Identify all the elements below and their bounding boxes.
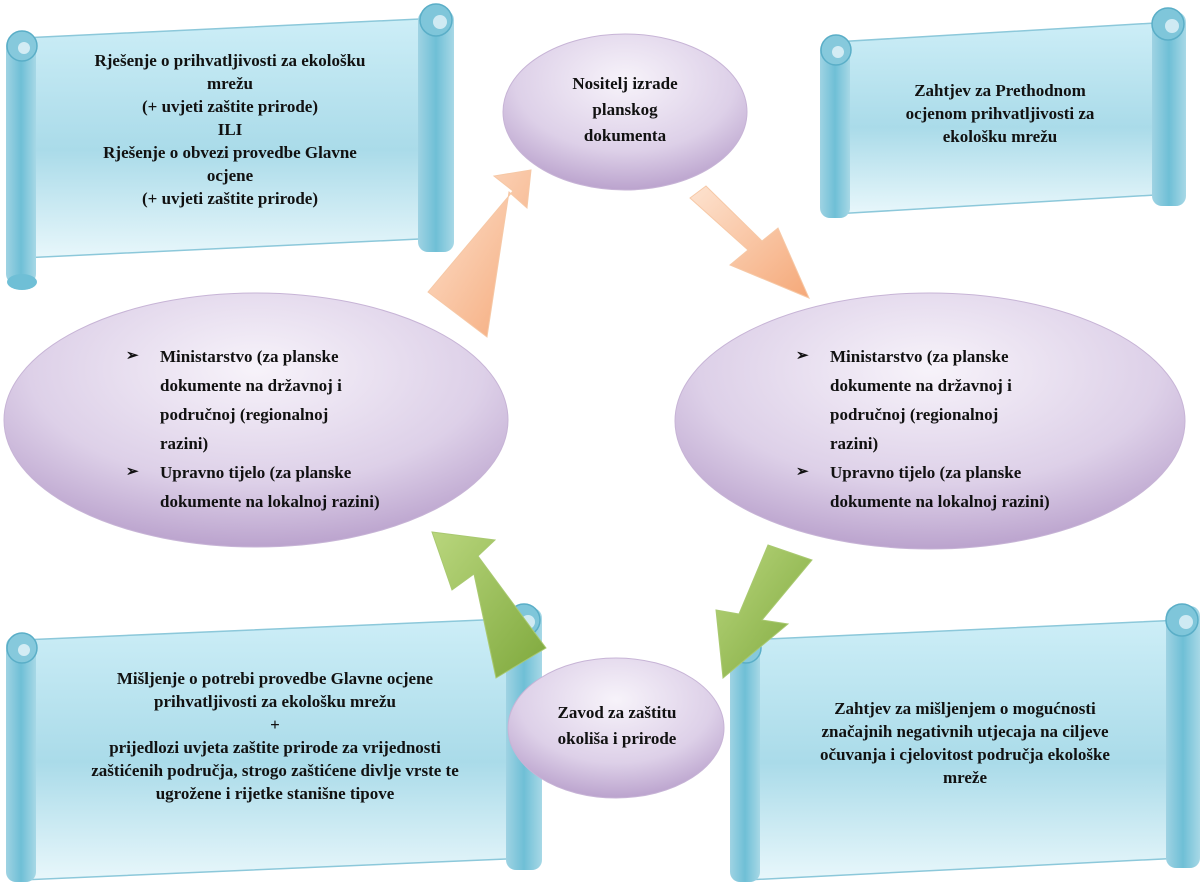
node-right-list: ➢ Ministarstvo (za planske dokumente na … <box>796 342 1136 516</box>
arrow-top-to-right <box>689 185 810 299</box>
node-right-item-text: Upravno tijelo (za planske dokumente na … <box>830 463 1050 511</box>
arrow-bullet-icon: ➢ <box>796 464 809 480</box>
node-right-item-text: Ministarstvo (za planske dokumente na dr… <box>830 347 1012 453</box>
scroll-top-right <box>820 7 1186 218</box>
node-top-label: Nositelj izrade planskog dokumenta <box>572 74 678 145</box>
node-left-item-text: Ministarstvo (za planske dokumente na dr… <box>160 347 342 453</box>
arrow-left-to-top <box>427 169 532 338</box>
arrow-bullet-icon: ➢ <box>126 348 139 364</box>
node-left-oval <box>3 292 509 548</box>
node-right-item-ministarstvo: ➢ Ministarstvo (za planske dokumente na … <box>796 342 1136 458</box>
scroll-top-left <box>6 3 454 290</box>
node-left-item-ministarstvo: ➢ Ministarstvo (za planske dokumente na … <box>126 342 466 458</box>
node-bottom-oval <box>507 657 725 799</box>
scroll-top-right-text: Zahtjev za Prethodnom ocjenom prihvatlji… <box>905 81 1095 146</box>
node-left-item-upravno: ➢ Upravno tijelo (za planske dokumente n… <box>126 458 466 516</box>
arrow-bullet-icon: ➢ <box>126 464 139 480</box>
node-left-item-text: Upravno tijelo (za planske dokumente na … <box>160 463 380 511</box>
node-right-oval <box>674 292 1186 550</box>
node-right-item-upravno: ➢ Upravno tijelo (za planske dokumente n… <box>796 458 1136 516</box>
arrow-right-to-bottom <box>715 544 813 679</box>
scroll-bottom-right-text: Zahtjev za mišljenjem o mogućnosti znača… <box>820 699 1110 787</box>
arrow-bullet-icon: ➢ <box>796 348 809 364</box>
node-bottom-label: Zavod za zaštitu okoliša i prirode <box>557 703 677 748</box>
arrow-bottom-to-left <box>431 531 547 679</box>
node-left-list: ➢ Ministarstvo (za planske dokumente na … <box>126 342 466 516</box>
scroll-top-left-text: Rješenje o prihvatljivosti za ekološku m… <box>94 51 366 208</box>
scroll-bottom-right <box>730 603 1200 882</box>
node-top-oval <box>502 33 748 191</box>
scroll-bottom-left-text: Mišljenje o potrebi provedbe Glavne ocje… <box>91 669 459 803</box>
